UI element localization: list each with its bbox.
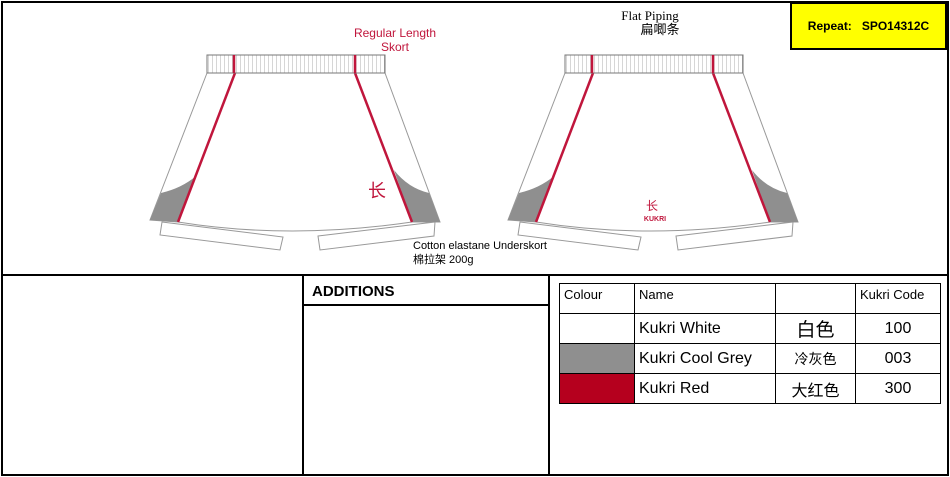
colour-swatch — [559, 343, 635, 374]
divider — [1, 274, 949, 276]
kukri-logo-icon: 长 — [368, 181, 386, 202]
colour-cn: 白色 — [775, 313, 856, 344]
kukri-logo-icon: 长 — [646, 199, 658, 213]
header-code: Kukri Code — [855, 283, 941, 314]
repeat-code: SPO14312C — [861, 19, 930, 33]
table-header: Colour Name Kukri Code — [559, 283, 941, 314]
colour-code: 300 — [855, 373, 941, 404]
colour-swatch — [559, 373, 635, 404]
length-line2: Skort — [380, 40, 409, 54]
colour-cn: 大红色 — [775, 373, 856, 404]
repeat-label: Repeat: — [807, 19, 852, 33]
header-cn — [775, 283, 856, 314]
underskort-cn: 棉拉架 200g — [413, 254, 474, 266]
table-row: Kukri Cool Grey 冷灰色 003 — [559, 343, 941, 374]
repeat-box: Repeat: SPO14312C — [790, 2, 947, 50]
header-colour: Colour — [559, 283, 635, 314]
colour-swatch — [559, 313, 635, 344]
piping-cn: 扁唧条 — [640, 22, 680, 37]
length-line1: Regular Length — [353, 26, 437, 40]
colour-code: 100 — [855, 313, 941, 344]
underskort-en: Cotton elastane Underskort — [413, 240, 547, 252]
skort-back-view — [148, 53, 442, 252]
table-row: Kukri White 白色 100 — [559, 313, 941, 344]
piping-en: Flat Piping — [621, 8, 679, 23]
colour-name: Kukri Red — [634, 373, 776, 404]
kukri-wordmark: KUKRI — [644, 216, 666, 223]
divider — [302, 275, 304, 476]
colour-name: Kukri White — [634, 313, 776, 344]
colour-table: Colour Name Kukri Code Kukri White 白色 10… — [559, 283, 941, 404]
colour-code: 003 — [855, 343, 941, 374]
skort-drawings: 长 长 KUKRI — [148, 53, 800, 252]
table-row: Kukri Red 大红色 300 — [559, 373, 941, 404]
additions-title: ADDITIONS — [304, 276, 549, 306]
header-name: Name — [634, 283, 776, 314]
colour-name: Kukri Cool Grey — [634, 343, 776, 374]
underskort-annotation: Cotton elastane Underskort 棉拉架 200g — [413, 239, 547, 267]
divider — [548, 275, 550, 476]
colour-cn: 冷灰色 — [775, 343, 856, 374]
